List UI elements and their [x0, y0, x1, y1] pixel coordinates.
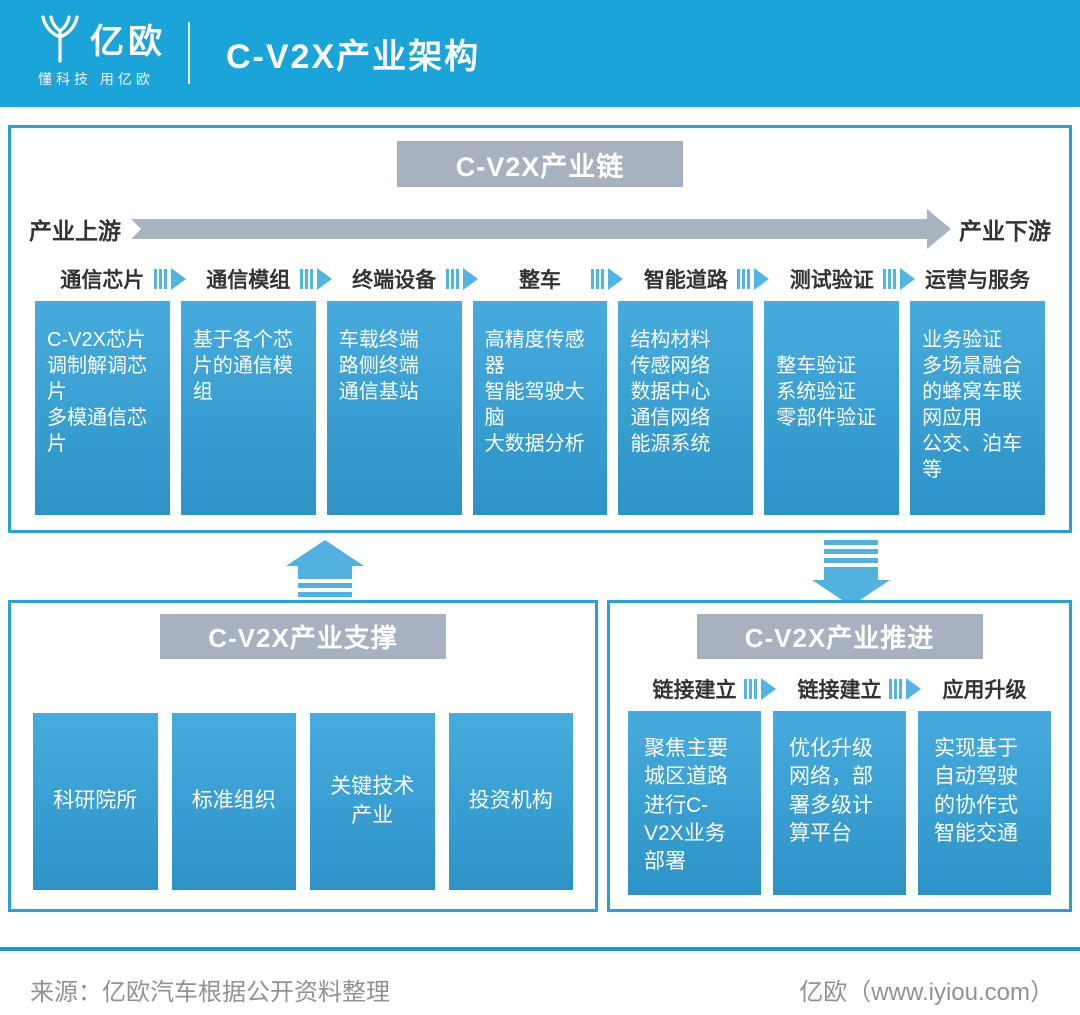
support-box-standards: 标准组织: [171, 713, 296, 890]
support-label: 投资机构: [468, 789, 553, 813]
striped-up-arrow-icon: [286, 540, 364, 606]
logo-tagline: 懂科技 用亿欧: [38, 71, 154, 87]
promotion-panel: C-V2X产业推进 链接建立 链接建立 应用升级 聚焦主要城区道路进行C-V2X…: [607, 600, 1072, 912]
striped-right-arrow-icon: [445, 268, 478, 290]
chain-item: 多场景融合的蜂窝车联网应用: [922, 355, 1023, 429]
promotion-text: 优化升级网络，部署多级计算平台: [789, 737, 873, 846]
chain-box-smart-road: 结构材料 传感网络 数据中心 通信网络 能源系统: [618, 301, 754, 515]
striped-right-arrow-icon: [889, 678, 921, 700]
promotion-header-link2: 链接建立: [773, 675, 921, 703]
chain-item: 整车验证: [776, 355, 857, 377]
chain-header-label: 测试验证: [789, 269, 874, 292]
chain-header-chips: 通信芯片: [35, 265, 186, 293]
chain-box-terminals: 车载终端 路侧终端 通信基站: [326, 301, 462, 515]
chain-item: 调制解调芯片: [47, 355, 147, 403]
support-box-research: 科研院所: [33, 713, 158, 890]
support-box-investors: 投资机构: [448, 713, 573, 890]
brand-logo: 亿欧 懂科技 用亿欧: [38, 14, 188, 94]
chain-item: 高精度传感器: [484, 329, 585, 377]
chain-item: 能源系统: [630, 433, 711, 455]
striped-right-arrow-icon: [299, 268, 332, 290]
striped-right-arrow-icon: [744, 678, 776, 700]
chain-header-label: 通信芯片: [60, 269, 145, 292]
header-divider: [188, 22, 190, 84]
chain-header-vehicle: 整车: [473, 265, 624, 293]
chain-item: 通信网络: [630, 407, 711, 429]
bottom-divider-line: [0, 947, 1080, 951]
promotion-box-deploy: 聚焦主要城区道路进行C-V2X业务部署: [628, 711, 761, 895]
promotion-box-traffic: 实现基于自动驾驶的协作式智能交通: [918, 711, 1051, 895]
promotion-header-label: 链接建立: [652, 679, 737, 702]
chain-header-testing: 测试验证: [764, 265, 916, 293]
promotion-header-label: 应用升级: [942, 679, 1027, 702]
chain-box-chips: C-V2X芯片 调制解调芯片 多模通信芯片: [35, 301, 170, 515]
striped-right-arrow-icon: [591, 268, 624, 290]
chain-item: 大数据分析: [484, 433, 585, 455]
promotion-header-upgrade: 应用升级: [918, 675, 1051, 703]
support-label: 标准组织: [191, 789, 276, 813]
chain-item: 车载终端: [338, 329, 419, 351]
chain-header-smart-road: 智能道路: [618, 265, 770, 293]
flow-arrow-head-icon: [927, 209, 951, 249]
support-boxes: 科研院所 标准组织 关键技术产业 投资机构: [11, 713, 595, 890]
chain-header-label: 通信模组: [206, 269, 291, 292]
chain-item: 数据中心: [630, 381, 711, 403]
chain-header-label: 整车: [519, 269, 561, 292]
flow-arrow-bar: [131, 219, 927, 239]
promotion-boxes: 聚焦主要城区道路进行C-V2X业务部署 优化升级网络，部署多级计算平台 实现基于…: [610, 711, 1069, 895]
chain-item: 业务验证: [922, 329, 1003, 351]
promotion-header-link1: 链接建立: [628, 675, 776, 703]
support-label: 科研院所: [53, 789, 138, 813]
chain-header-terminals: 终端设备: [327, 265, 478, 293]
striped-right-arrow-icon: [737, 268, 770, 290]
brand-credit: 亿欧（www.iyiou.com）: [799, 979, 1054, 1006]
chain-box-services: 业务验证 多场景融合的蜂窝车联网应用 公交、泊车等: [910, 301, 1046, 515]
support-panel-title: C-V2X产业支撑: [160, 614, 446, 659]
chain-item: 结构材料: [630, 329, 711, 351]
chain-item: 公交、泊车等: [922, 433, 1023, 481]
support-box-key-tech: 关键技术产业: [310, 713, 435, 890]
chain-box-vehicle: 高精度传感器 智能驾驶大脑 大数据分析: [472, 301, 608, 515]
promotion-header-label: 链接建立: [797, 679, 882, 702]
chain-item: 通信基站: [338, 381, 419, 403]
promotion-box-network: 优化升级网络，部署多级计算平台: [773, 711, 906, 895]
chain-item: 智能驾驶大脑: [484, 381, 585, 429]
chain-item: C-V2X芯片: [47, 329, 146, 351]
striped-right-arrow-icon: [153, 268, 186, 290]
promotion-panel-title: C-V2X产业推进: [696, 614, 983, 659]
chain-header-services: 运营与服务: [910, 265, 1045, 293]
header-bar: 亿欧 懂科技 用亿欧 C-V2X产业架构: [0, 0, 1080, 107]
chain-header-label: 终端设备: [352, 269, 437, 292]
chain-header-label: 运营与服务: [925, 269, 1031, 292]
logo-text: 亿欧: [90, 23, 166, 61]
chain-panel: C-V2X产业链 产业上游 产业下游 通信芯片 通信模组 终端设备 整车 智能道…: [8, 125, 1072, 533]
chain-item: 路侧终端: [338, 355, 419, 377]
promotion-headers: 链接建立 链接建立 应用升级: [610, 675, 1069, 703]
chain-item: 多模通信芯片: [47, 407, 147, 455]
source-note: 来源：亿欧汽车根据公开资料整理: [30, 979, 390, 1006]
promotion-text: 聚焦主要城区道路进行C-V2X业务部署: [644, 737, 728, 874]
chain-item: 基于各个芯片的通信模组: [192, 329, 293, 403]
downstream-label: 产业下游: [959, 218, 1051, 244]
chain-panel-title: C-V2X产业链: [397, 141, 683, 187]
chain-box-modules: 基于各个芯片的通信模组: [180, 301, 316, 515]
chain-header-modules: 通信模组: [181, 265, 332, 293]
chain-boxes: C-V2X芯片 调制解调芯片 多模通信芯片 基于各个芯片的通信模组 车载终端 路…: [11, 301, 1069, 515]
upstream-label: 产业上游: [29, 218, 121, 244]
striped-right-arrow-icon: [883, 268, 916, 290]
striped-down-arrow-icon: [812, 540, 890, 606]
chain-box-testing: 整车验证 系统验证 零部件验证: [764, 301, 900, 515]
chain-item: 系统验证: [776, 381, 857, 403]
upstream-downstream-flow: 产业上游 产业下游: [11, 209, 1069, 249]
chain-item: 零部件验证: [776, 407, 877, 429]
chain-header-label: 智能道路: [643, 269, 728, 292]
support-panel: C-V2X产业支撑 科研院所 标准组织 关键技术产业 投资机构: [8, 600, 598, 912]
chain-item: 传感网络: [630, 355, 711, 377]
chain-column-headers: 通信芯片 通信模组 终端设备 整车 智能道路 测试验证 运营与服务: [11, 265, 1069, 293]
page-title: C-V2X产业架构: [226, 38, 481, 76]
promotion-text: 实现基于自动驾驶的协作式智能交通: [934, 737, 1018, 846]
support-label: 关键技术产业: [330, 775, 415, 827]
eo-tulip-logo-icon: [41, 14, 79, 63]
